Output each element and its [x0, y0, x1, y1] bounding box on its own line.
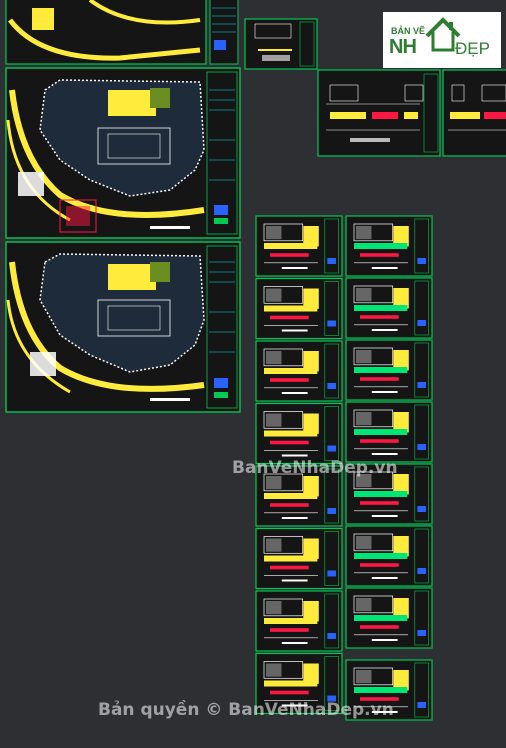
detail-sheet[interactable] — [345, 659, 433, 721]
logo-top-text: BẢN VẼ — [391, 26, 426, 36]
detail-sheet[interactable] — [255, 402, 343, 465]
logo-main-right: ĐẸP — [455, 39, 490, 58]
detail-sheet[interactable] — [255, 277, 343, 340]
detail-sheet[interactable] — [345, 339, 433, 401]
sheet-elevation-b[interactable] — [442, 69, 506, 157]
sheet-elevation-a[interactable] — [317, 69, 441, 157]
detail-sheets-right[interactable] — [345, 215, 433, 721]
detail-sheet[interactable] — [345, 401, 433, 463]
detail-sheet[interactable] — [345, 587, 433, 649]
watermark-bottom: Bản quyền © BanVeNhaDep.vn — [98, 700, 394, 720]
detail-sheet[interactable] — [255, 652, 343, 715]
house-icon — [425, 17, 461, 52]
sheet-top-partial[interactable] — [5, 0, 239, 65]
detail-sheets-left[interactable] — [255, 215, 343, 715]
sheet-site-plan-2[interactable] — [5, 241, 241, 413]
detail-sheet[interactable] — [255, 340, 343, 402]
logo-main-left: NH — [389, 36, 417, 58]
detail-sheet[interactable] — [255, 590, 343, 652]
watermark-center: BanVeNhaDep.vn — [232, 458, 398, 478]
detail-sheet[interactable] — [345, 277, 433, 339]
detail-sheet[interactable] — [255, 527, 343, 590]
site-logo[interactable]: BẢN VẼ NH ĐẸP — [383, 12, 501, 68]
detail-sheet[interactable] — [255, 465, 343, 527]
detail-sheet[interactable] — [345, 525, 433, 587]
sheet-site-plan-1[interactable] — [5, 67, 241, 239]
detail-sheet[interactable] — [345, 463, 433, 525]
sheet-small-elevation[interactable] — [244, 18, 318, 70]
detail-sheet[interactable] — [255, 215, 343, 277]
detail-sheet[interactable] — [345, 215, 433, 277]
